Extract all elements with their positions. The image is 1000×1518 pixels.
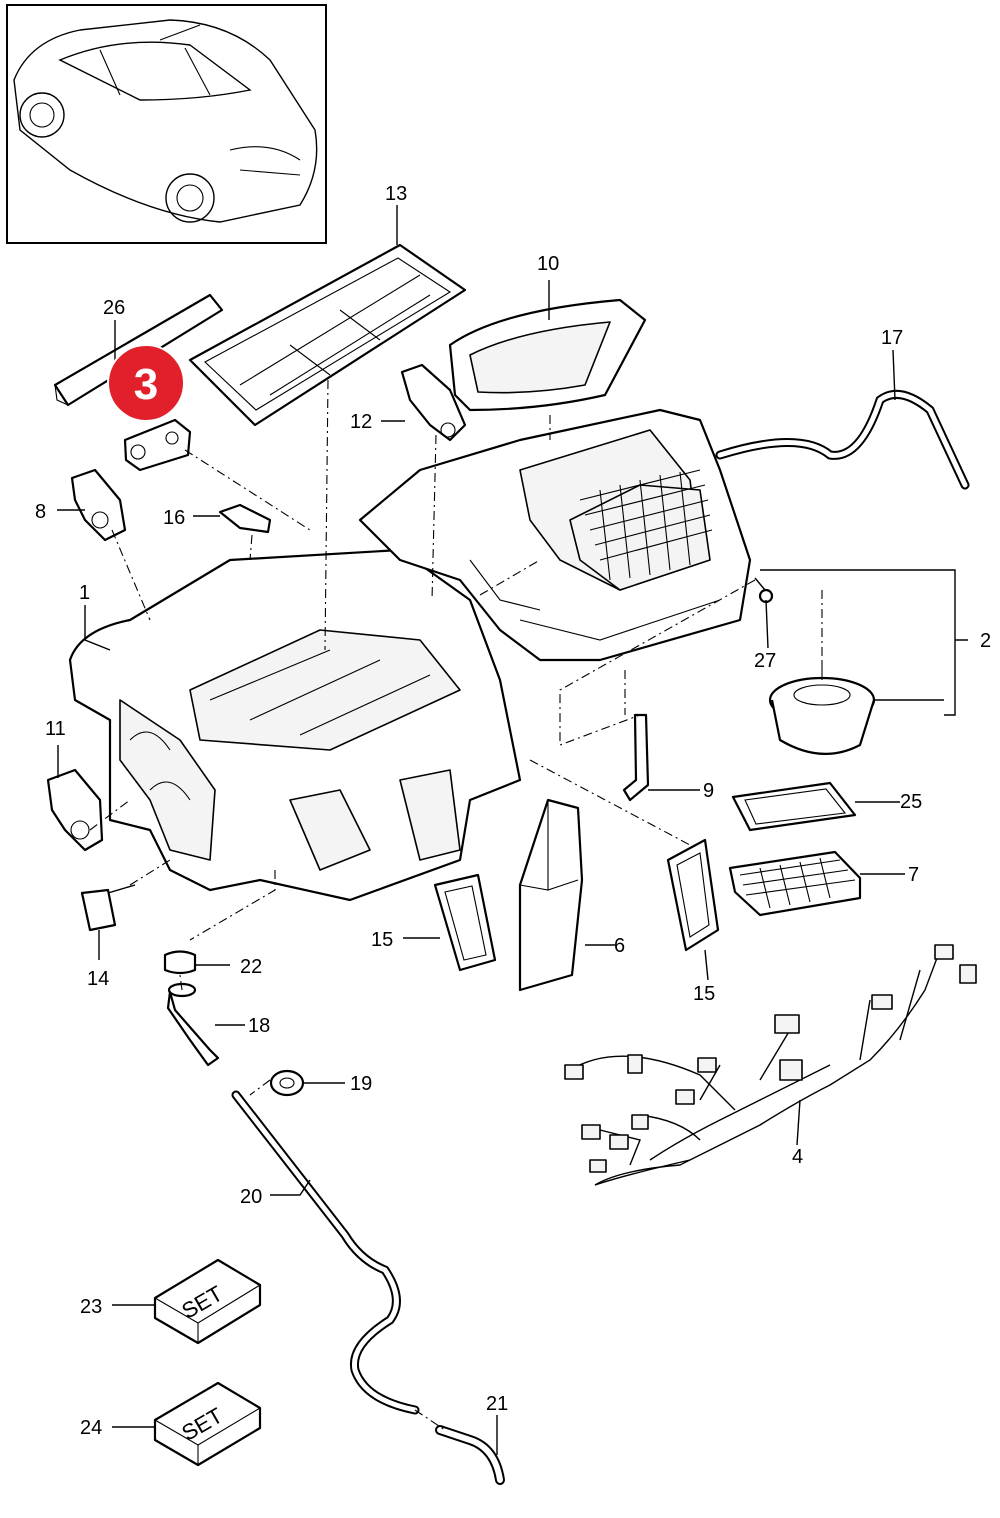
label-12: 12	[350, 411, 372, 433]
blower-housing	[358, 408, 752, 662]
label-24: 24	[80, 1417, 102, 1439]
label-14: 14	[87, 968, 109, 990]
part-17-hose	[715, 389, 970, 490]
part-19-grommet	[269, 1069, 305, 1097]
part-25-gasket	[731, 781, 857, 832]
label-10: 10	[537, 253, 559, 275]
part-12-actuator	[400, 363, 467, 442]
label-15a: 15	[371, 929, 393, 951]
set-box-23: SET	[153, 1258, 262, 1345]
badge-number: 3	[134, 360, 158, 409]
label-7: 7	[908, 864, 919, 886]
label-22: 22	[240, 956, 262, 978]
part-15-gasket-right	[666, 838, 720, 952]
label-4: 4	[792, 1146, 803, 1168]
label-15b: 15	[693, 983, 715, 1005]
assembly-lines	[89, 379, 823, 1431]
label-13: 13	[385, 183, 407, 205]
part-27-sensor	[754, 577, 774, 604]
label-2: 2	[980, 630, 991, 652]
label-8: 8	[35, 501, 46, 523]
label-9: 9	[703, 780, 714, 802]
label-1: 1	[79, 582, 90, 604]
badge-circle	[107, 344, 185, 422]
label-20: 20	[240, 1186, 262, 1208]
part-22-clamp	[163, 950, 197, 975]
part-4-wiring-harness	[564, 944, 977, 1186]
highlight-badge[interactable]: 3	[107, 344, 185, 422]
label-21: 21	[486, 1393, 508, 1415]
part-8-actuator	[70, 468, 127, 542]
hvac-housing	[68, 548, 522, 902]
part-18-drain-hose	[166, 982, 220, 1067]
label-25: 25	[900, 791, 922, 813]
part-16-clip	[218, 503, 272, 534]
part-20-hose	[231, 1090, 420, 1415]
label-23: 23	[80, 1296, 102, 1318]
part-6-evaporator	[518, 798, 584, 992]
label-11: 11	[45, 718, 66, 740]
label-6: 6	[614, 935, 625, 957]
part-7-grid	[739, 857, 856, 909]
part-11-actuator	[46, 768, 104, 852]
label-26: 26	[103, 297, 125, 319]
label-16: 16	[163, 507, 185, 529]
part-15-gasket-left	[433, 873, 497, 972]
car-illustration	[13, 19, 318, 223]
part-9-sensor	[622, 713, 650, 802]
part-13-frame	[188, 243, 467, 427]
label-18: 18	[248, 1015, 270, 1037]
part-7-filter	[728, 850, 862, 917]
part-14-sensor	[80, 884, 136, 932]
label-19: 19	[350, 1073, 372, 1095]
set-box-24: SET	[153, 1381, 262, 1467]
blower-grid	[579, 469, 713, 581]
label-27: 27	[754, 650, 776, 672]
part-3-valve	[123, 418, 192, 472]
label-17: 17	[881, 327, 903, 349]
blower-motor	[768, 660, 876, 755]
part-10-frame	[448, 298, 647, 412]
part-labels: 1 2 4 6 7 8 9 10 11 12 13 14 15 15 16 17…	[35, 183, 991, 1439]
leader-lines	[57, 205, 968, 1455]
part-21-fitting	[435, 1425, 505, 1485]
car-inset	[6, 4, 327, 244]
